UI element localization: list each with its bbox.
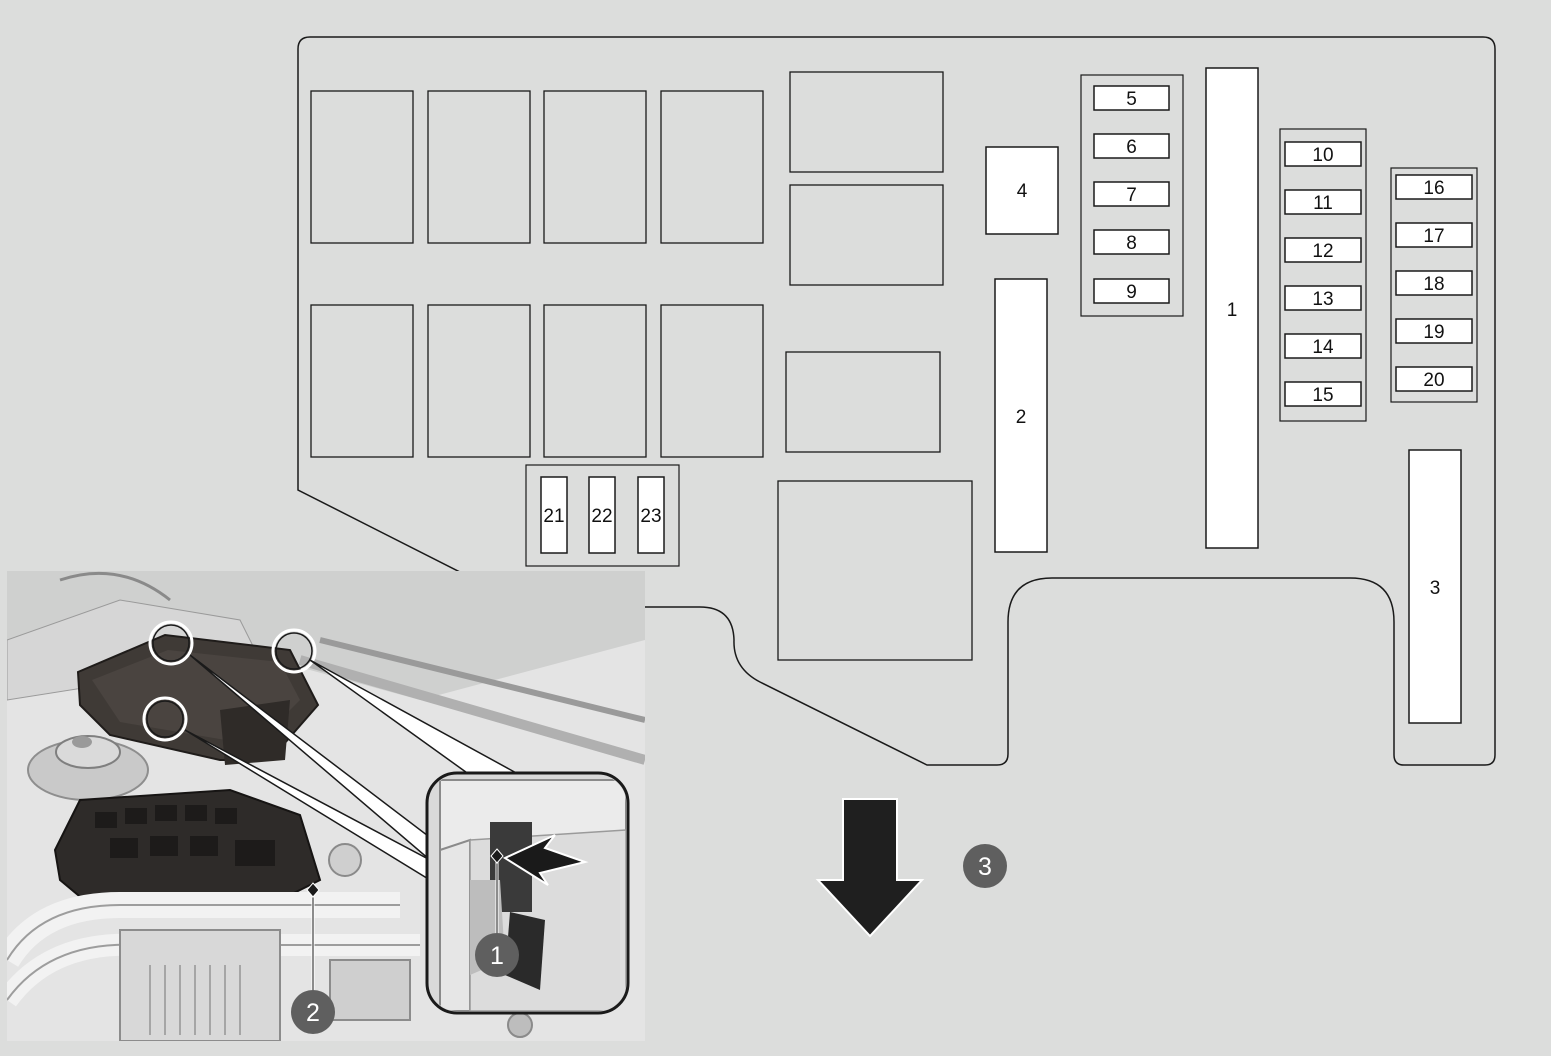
relay-block [543, 90, 647, 244]
fuse-17-label: 17 [1423, 226, 1444, 247]
fuse-22-label: 22 [591, 506, 612, 527]
relay-block [785, 351, 941, 453]
fuse-11 [1284, 189, 1362, 215]
relay-block [660, 304, 764, 458]
fuse-5-label: 5 [1126, 89, 1137, 110]
fuse-2-label: 2 [1016, 407, 1027, 428]
fuse-8 [1093, 229, 1170, 255]
fuse-2 [994, 278, 1048, 553]
callout-3-badge [963, 844, 1007, 888]
fuse-14-label: 14 [1312, 337, 1334, 358]
fuse-15-label: 15 [1312, 385, 1333, 406]
fuse-18-label: 18 [1423, 274, 1444, 295]
callout-1-label: 1 [490, 942, 504, 970]
fuse-group-frame [525, 464, 680, 567]
fuse-4-label: 4 [1017, 181, 1028, 202]
fuse-21 [540, 476, 568, 554]
fuse-7 [1093, 181, 1170, 207]
relay-block [427, 90, 531, 244]
fuse-13-label: 13 [1312, 289, 1333, 310]
callout-1-badge [475, 933, 519, 977]
fuse-6 [1093, 133, 1170, 159]
relay-block [543, 304, 647, 458]
relay-grid [310, 71, 973, 661]
fuse-20 [1395, 366, 1473, 392]
fuse-16 [1395, 174, 1473, 200]
fuse-21-label: 21 [543, 506, 564, 527]
fuse-23-label: 23 [640, 506, 661, 527]
fuse-19 [1395, 318, 1473, 344]
relay-block [310, 304, 414, 458]
fuse-group-frame [1390, 167, 1478, 403]
relay-block [310, 90, 414, 244]
fuse-3-label: 3 [1430, 578, 1441, 599]
callout-2-label: 2 [306, 999, 320, 1027]
relay-block [789, 71, 944, 173]
fuse-8-label: 8 [1126, 233, 1137, 254]
callout-3-label: 3 [978, 853, 992, 881]
fuse-10 [1284, 141, 1362, 167]
fuse-9 [1093, 278, 1170, 304]
relay-block [660, 90, 764, 244]
fuse-12 [1284, 237, 1362, 263]
relay-block [777, 480, 973, 661]
fuse-1-label: 1 [1227, 300, 1238, 321]
fuse-7-label: 7 [1126, 185, 1137, 206]
clip-highlight [271, 628, 317, 674]
fuse-group-frame [1279, 128, 1367, 422]
fuse-20-label: 20 [1423, 370, 1444, 391]
clip-highlight [148, 620, 194, 666]
fuse-1 [1205, 67, 1259, 549]
fuse-6-label: 6 [1126, 137, 1137, 158]
callout-2-badge [291, 990, 335, 1034]
fuse-9-label: 9 [1126, 282, 1137, 303]
relay-block [427, 304, 531, 458]
fuse-22 [588, 476, 616, 554]
fuse-18 [1395, 270, 1473, 296]
fuse-5 [1093, 85, 1170, 111]
zoom-connector [184, 654, 521, 882]
fuse-13 [1284, 285, 1362, 311]
push-arrow-icon [502, 834, 589, 886]
relay-block [789, 184, 944, 286]
fuse-15 [1284, 381, 1362, 407]
clip-highlight [142, 696, 188, 742]
fuse-12-label: 12 [1312, 241, 1333, 262]
fuse-16-label: 16 [1423, 178, 1444, 199]
fuse-4 [985, 146, 1059, 235]
fuse-group-frame [1080, 74, 1184, 317]
fuse-3 [1408, 449, 1462, 724]
fuse-23 [637, 476, 665, 554]
fuse-14 [1284, 333, 1362, 359]
fuse-17 [1395, 222, 1473, 248]
fuse-19-label: 19 [1423, 322, 1444, 343]
clip-detail-inset [425, 771, 630, 1015]
down-arrow-icon [815, 798, 925, 938]
fuse-10-label: 10 [1312, 145, 1333, 166]
fuse-11-label: 11 [1313, 193, 1333, 214]
